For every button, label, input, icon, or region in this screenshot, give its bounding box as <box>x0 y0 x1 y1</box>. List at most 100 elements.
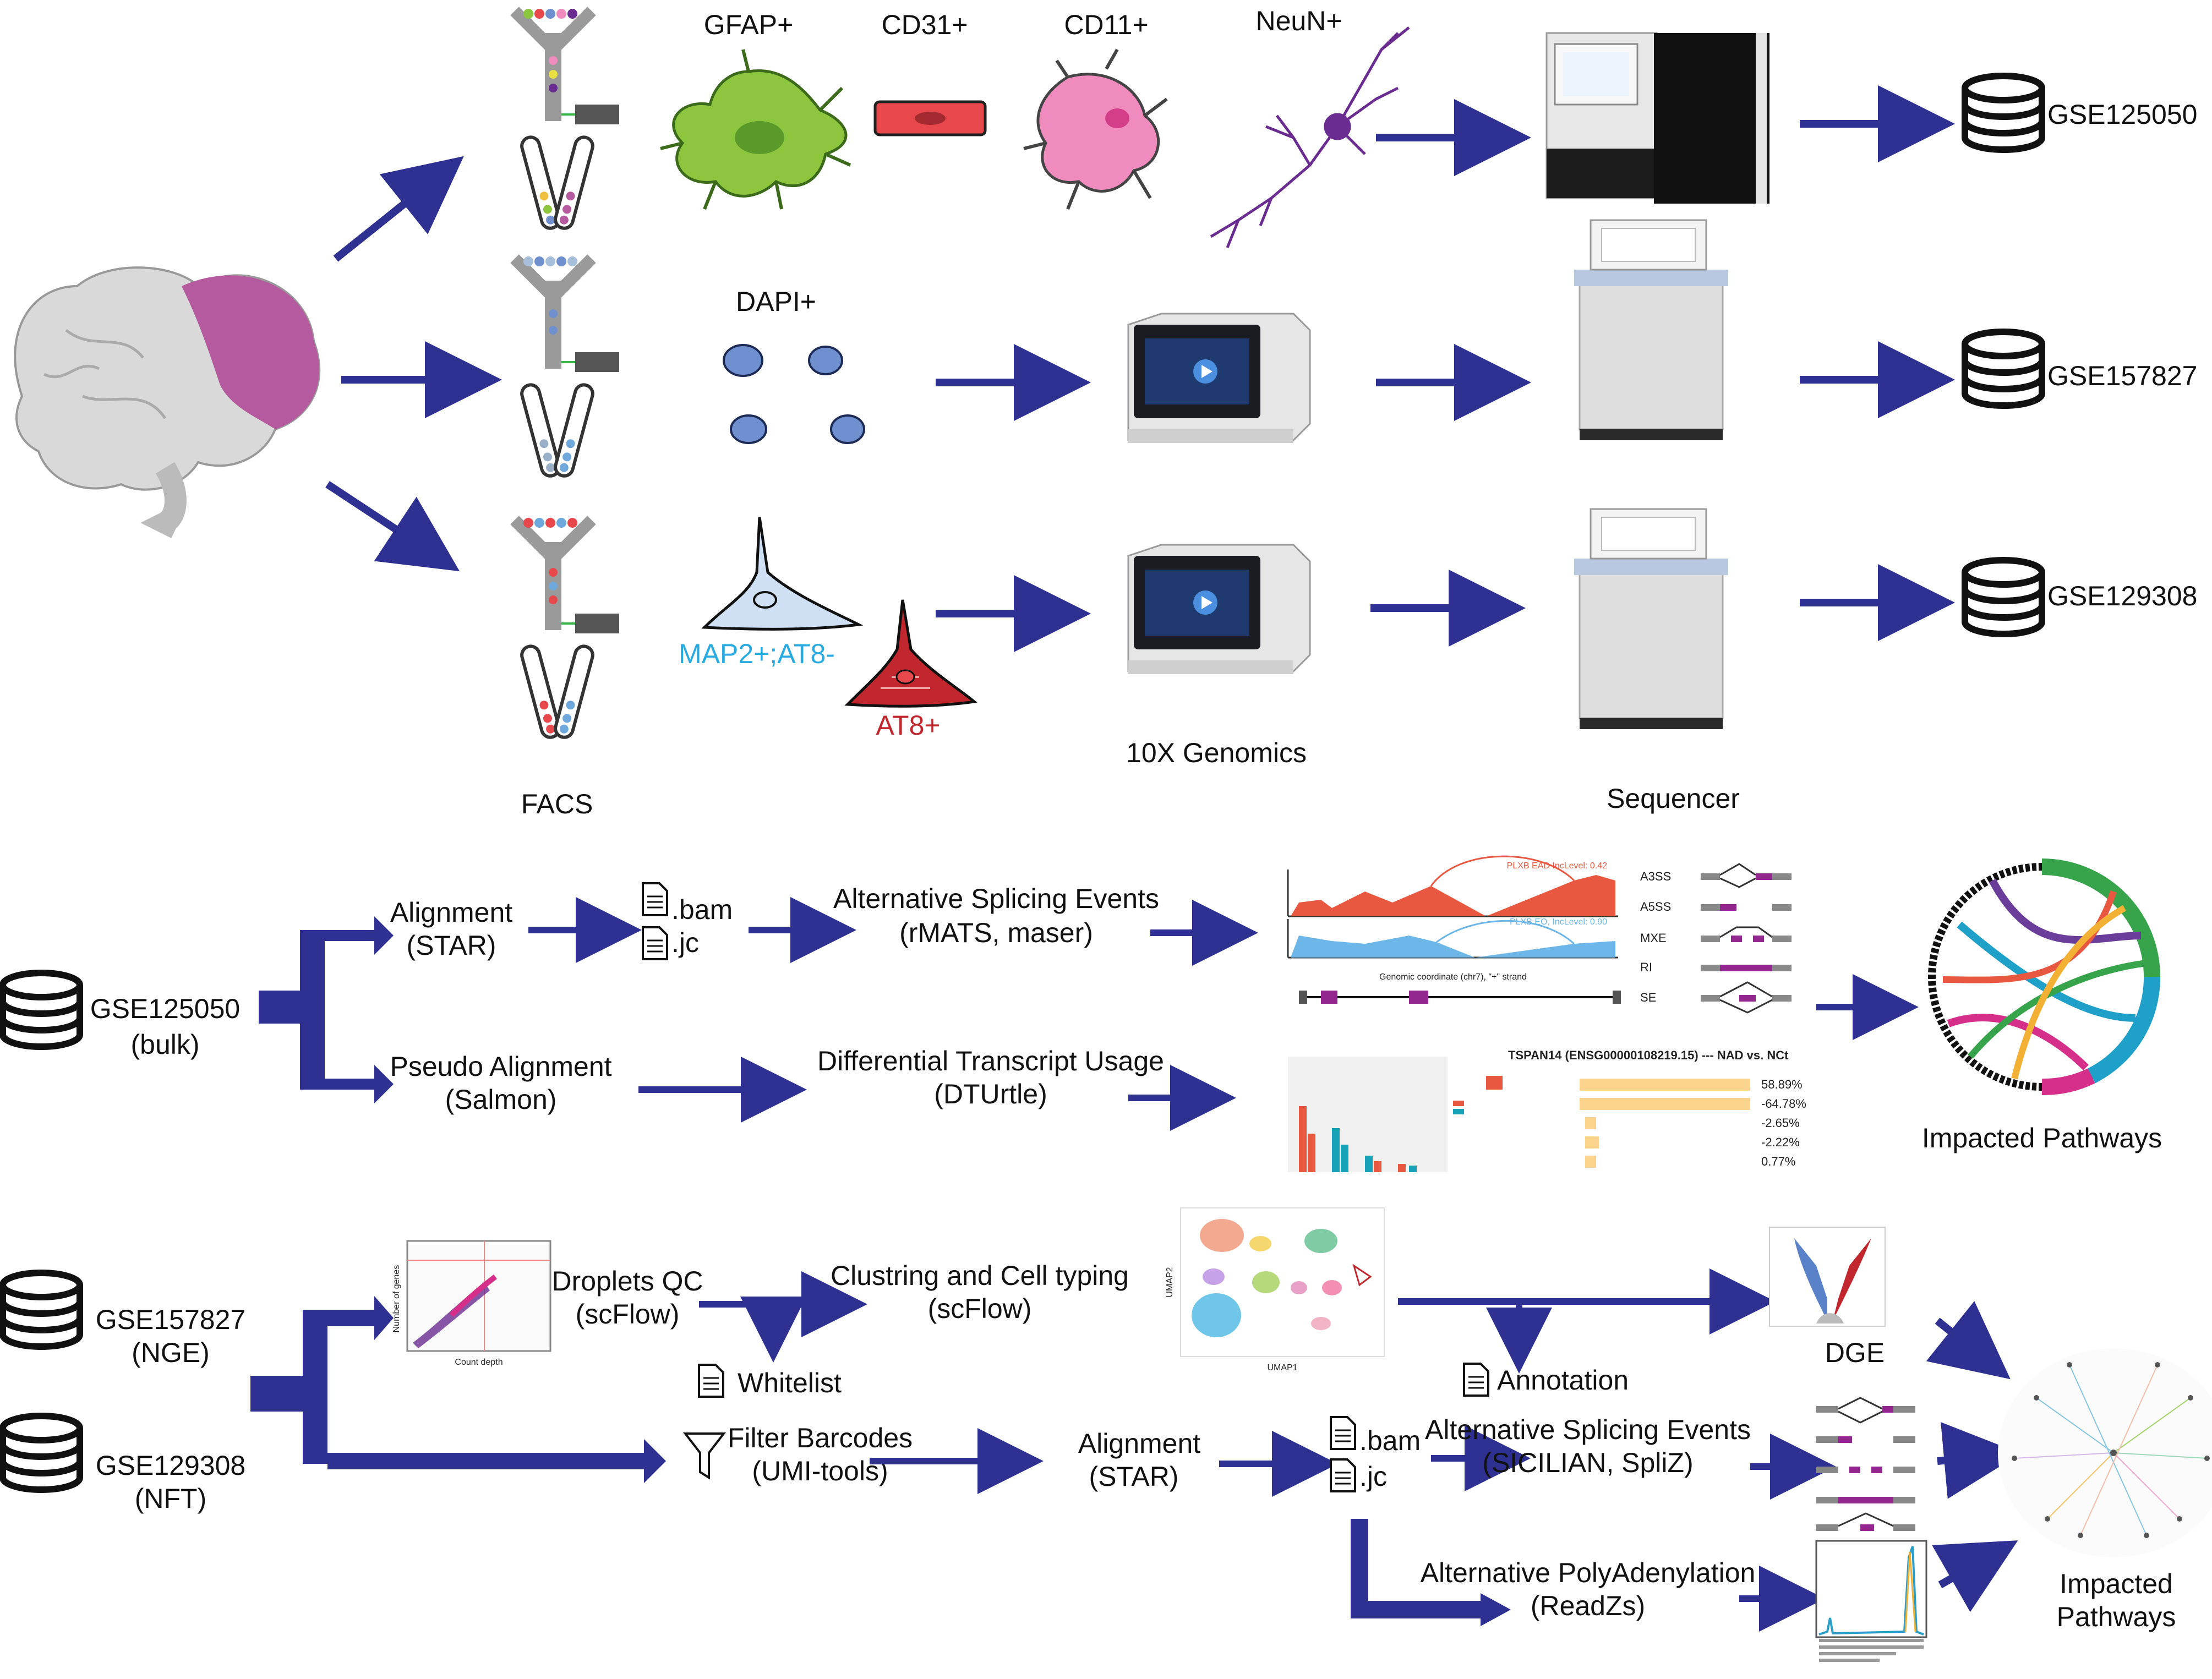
arrow-brain-row3 <box>325 481 460 572</box>
marker-cd31: CD31+ <box>881 9 968 40</box>
bulk-as-events: Alternative Splicing Events <box>833 883 1159 914</box>
database-icon <box>3 973 80 1047</box>
neuron-cell <box>1210 26 1410 248</box>
marker-at8: AT8+ <box>876 710 940 741</box>
database-icon <box>1965 560 2042 634</box>
umap-ylabel: UMAP2 <box>1165 1267 1175 1297</box>
file-icon <box>1330 1458 1356 1492</box>
sashimi-top-label: PLXB EAD IncLevel: 0.42 <box>1507 861 1607 871</box>
sc-alignment-tool: (STAR) <box>1089 1461 1179 1492</box>
database-icon <box>1965 76 2042 150</box>
facs-label: FACS <box>521 789 593 819</box>
tenx-instrument-2 <box>1127 544 1311 675</box>
event-mxe: MXE <box>1640 931 1667 945</box>
bulk-pseudo-tool: (Salmon) <box>445 1084 557 1115</box>
apa-branch-arrowhead <box>1481 1593 1511 1626</box>
bulk-dtu-tool: (DTUrtle) <box>934 1079 1047 1109</box>
event-ri: RI <box>1640 960 1652 974</box>
sc-impacted-a: Impacted <box>2060 1568 2173 1599</box>
file-icon <box>1330 1416 1356 1450</box>
qc-xlabel: Count depth <box>455 1358 503 1367</box>
sc-annotation: Annotation <box>1497 1365 1629 1396</box>
sc-as-events: Alternative Splicing Events <box>1425 1414 1751 1445</box>
dtu-transcript-plot: TSPAN14 (ENSG00000108219.15) --- NAD vs.… <box>1486 1048 1806 1168</box>
dapi-nuclei <box>723 344 865 444</box>
database-icon <box>3 1416 80 1490</box>
file-icon <box>1463 1363 1489 1397</box>
endothelial-cell <box>873 100 987 136</box>
sc-branch-connector <box>250 1296 666 1483</box>
facs-sorter-row3 <box>515 518 619 739</box>
dataset-top-2: GSE157827 <box>2047 360 2197 391</box>
marker-map2: MAP2+;AT8- <box>679 638 835 669</box>
dtu-bar-plot <box>1288 1057 1464 1172</box>
dtu-value-5: 0.77% <box>1761 1155 1795 1168</box>
map2-neuron <box>701 517 864 631</box>
database-icon <box>1965 332 2042 406</box>
dtu-value-2: -64.78% <box>1761 1097 1806 1111</box>
dtu-value-1: 58.89% <box>1761 1078 1803 1091</box>
bulk-branch-connector <box>259 916 394 1103</box>
sc-filter-tool: (UMI-tools) <box>752 1456 888 1486</box>
dataset-top-1: GSE125050 <box>2047 99 2197 130</box>
nft-dataset-id: GSE129308 <box>96 1450 245 1481</box>
nft-dataset-note: (NFT) <box>135 1483 207 1514</box>
bulk-alignment-tool: (STAR) <box>407 930 496 961</box>
arrow-dge-network <box>1926 1301 2011 1380</box>
bulk-dataset-id: GSE125050 <box>90 993 240 1024</box>
file-icon <box>642 926 668 960</box>
umap-plot: UMAP1 UMAP2 <box>1165 1207 1385 1372</box>
sc-clustering-tool: (scFlow) <box>928 1293 1032 1324</box>
qc-scatter-plot: Count depth Number of genes <box>392 1240 551 1367</box>
nge-dataset-note: (NGE) <box>132 1337 210 1368</box>
arrow-brain-row1 <box>333 156 464 262</box>
bulk-dataset-note: (bulk) <box>130 1029 199 1060</box>
sequencer-label: Sequencer <box>1607 783 1740 814</box>
marker-cd11: CD11+ <box>1064 9 1148 40</box>
marker-dapi: DAPI+ <box>736 286 816 317</box>
sc-qc-tool: (scFlow) <box>576 1299 680 1330</box>
marker-gfap: GFAP+ <box>704 9 794 40</box>
bulk-pseudo: Pseudo Alignment <box>390 1051 611 1082</box>
chord-diagram <box>1928 858 2161 1095</box>
sequencer-instrument-3 <box>1573 508 1729 730</box>
umap-xlabel: UMAP1 <box>1267 1363 1297 1372</box>
file-icon <box>642 882 668 916</box>
sc-dge: DGE <box>1825 1337 1885 1368</box>
dtu-value-3: -2.65% <box>1761 1116 1800 1130</box>
sc-bam: .bam <box>1359 1425 1421 1456</box>
dtu-title: TSPAN14 (ENSG00000108219.15) --- NAD vs.… <box>1508 1048 1789 1062</box>
dataset-top-3: GSE129308 <box>2047 581 2197 611</box>
bulk-impacted-pathways: Impacted Pathways <box>1922 1123 2162 1153</box>
bulk-bam: .bam <box>671 894 733 925</box>
volcano-plot <box>1769 1227 1886 1327</box>
event-a5ss: A5SS <box>1640 900 1671 914</box>
database-icon <box>3 1273 80 1347</box>
dtu-value-4: -2.22% <box>1761 1135 1800 1149</box>
facs-sorter-row1 <box>515 9 619 230</box>
pathway-network <box>1998 1348 2212 1557</box>
bulk-as-tools: (rMATS, maser) <box>899 917 1093 948</box>
sc-apa-tool: (ReadZs) <box>1531 1590 1645 1621</box>
file-icon <box>698 1364 724 1398</box>
sc-qc: Droplets QC <box>551 1266 703 1297</box>
sequencer-instrument-2 <box>1573 219 1729 441</box>
filter-icon <box>682 1432 727 1480</box>
event-se: SE <box>1640 991 1656 1004</box>
nge-dataset-id: GSE157827 <box>96 1304 245 1335</box>
microglia-cell <box>1023 48 1168 210</box>
arrow-apa-network <box>1932 1540 2018 1612</box>
bulk-alignment: Alignment <box>390 897 512 928</box>
sc-filter: Filter Barcodes <box>728 1423 913 1453</box>
facs-sorter-row2 <box>515 256 619 478</box>
sc-apa: Alternative PolyAdenylation <box>1421 1557 1756 1588</box>
event-a3ss: A3SS <box>1640 869 1671 883</box>
sc-jc: .jc <box>1359 1461 1387 1492</box>
sc-alignment: Alignment <box>1078 1428 1200 1459</box>
tenx-instrument-1 <box>1127 313 1311 444</box>
sc-splicing-glyphs <box>1816 1397 1915 1531</box>
qc-ylabel: Number of genes <box>392 1265 401 1333</box>
splicing-event-legend: A3SS A5SS MXE RI SE <box>1640 863 1792 1014</box>
sashimi-plot: PLXB EAD IncLevel: 0.42 PLXB EO, IncLeve… <box>1287 855 1621 1004</box>
